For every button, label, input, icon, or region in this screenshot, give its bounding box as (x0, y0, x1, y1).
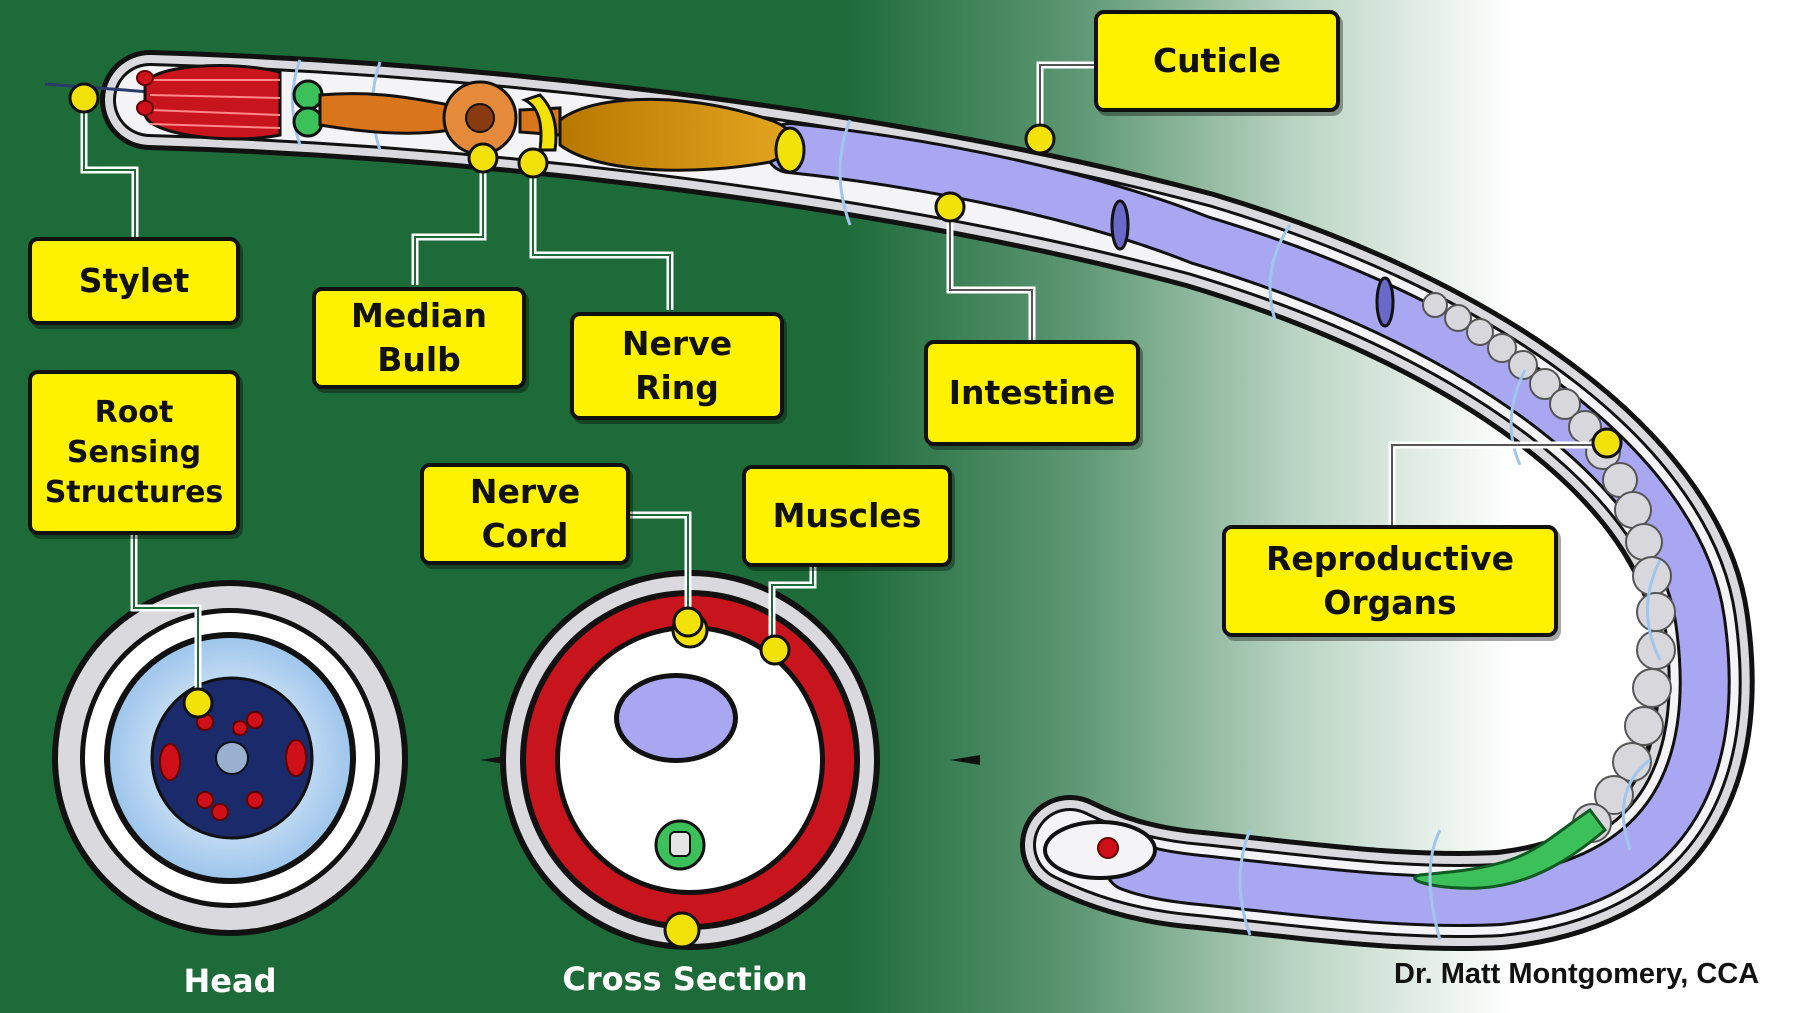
intestine (767, 125, 1728, 924)
ovary-green (1413, 807, 1608, 890)
head-section (52, 580, 408, 936)
nerve-ring-pointer (517, 147, 549, 179)
median-bulb-valve (465, 103, 495, 133)
cuticle-pointer (1024, 123, 1056, 155)
anus-marker (1097, 837, 1119, 859)
nerve-ring-label: Nerve Ring (570, 312, 784, 420)
nerve-cord-label: Nerve Cord (420, 463, 630, 565)
muscles-pointer (759, 634, 791, 666)
cuticle-label: Cuticle (1094, 10, 1340, 112)
leader-lines-core (83, 64, 1605, 700)
cardia-valve (774, 126, 806, 174)
head-sensillum-top (136, 70, 154, 86)
median-bulb-pointer (467, 142, 499, 174)
reproductive-pointer (1591, 427, 1623, 459)
body-section (480, 570, 980, 950)
nerve-ring (521, 93, 558, 152)
pointer-dots (68, 82, 1623, 719)
cross-section-caption: Cross Section (562, 960, 808, 998)
intestine-folds (1110, 199, 1395, 328)
stylet-label: Stylet (28, 237, 240, 325)
stylet-knob-top (292, 79, 324, 111)
median-bulb-label: Median Bulb (312, 287, 526, 389)
stylet-pointer (68, 82, 100, 114)
head-sensillum-bottom (136, 100, 154, 116)
author-credit: Dr. Matt Montgomery, CCA (1394, 958, 1760, 990)
head-caption: Head (183, 962, 277, 1000)
muscles-label: Muscles (742, 465, 952, 567)
root-sensing-label: Root Sensing Structures (28, 370, 240, 535)
nerve-cord-pointer (672, 606, 704, 638)
head-internals (44, 64, 806, 174)
body-annuli (291, 59, 1662, 941)
stylet-knob-bottom (292, 106, 324, 138)
root-sensing-pointer (182, 687, 214, 719)
intestine-pointer (934, 191, 966, 223)
intestine-label: Intestine (924, 340, 1140, 446)
stylet-muscle-striations (149, 79, 281, 129)
reproductive-organs-label: Reproductive Organs (1222, 525, 1558, 637)
stylet-muscles (143, 64, 282, 141)
